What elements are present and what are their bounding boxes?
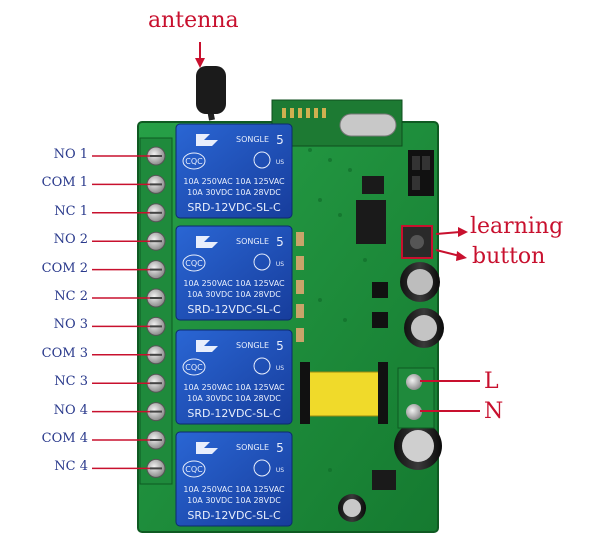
- ic-chip-small: [362, 176, 384, 194]
- terminal-screws: [146, 146, 166, 478]
- relay-logo-icon: [196, 236, 218, 248]
- cqc-mark-icon: [182, 460, 206, 478]
- resistors: [296, 232, 304, 342]
- ul-mark-icon: [253, 253, 271, 271]
- cqc-mark-icon: [182, 254, 206, 272]
- button-label: button: [472, 244, 546, 269]
- terminal-label: NC 3: [54, 374, 88, 390]
- relay-rating: 10A 250VAC 10A 125VAC: [183, 485, 285, 494]
- ic-chip-bottom: [372, 470, 396, 490]
- relay-model: SRD-12VDC-SL-C: [187, 407, 281, 420]
- relay-logo-icon: [196, 134, 218, 146]
- terminal-label: NO 3: [53, 317, 88, 333]
- relay-cqc: CQC: [185, 157, 203, 166]
- cqc-mark-icon: [182, 358, 206, 376]
- terminal-label: NO 2: [53, 232, 88, 248]
- relay-badge: 5: [276, 133, 284, 147]
- button-arrow: [435, 249, 461, 257]
- relay-us: US: [276, 467, 284, 474]
- terminal-label: NO 1: [53, 147, 88, 162]
- rf-module-pins: [282, 108, 326, 118]
- relay-rating: 10A 250VAC 10A 125VAC: [183, 177, 285, 186]
- relay-rating: 10A 250VAC 10A 125VAC: [183, 383, 285, 392]
- relay-rating: 10A 30VDC 10A 28VDC: [187, 496, 281, 505]
- terminal-label: COM 2: [41, 260, 88, 276]
- terminal-label: COM 4: [41, 431, 88, 446]
- terminal-label: NO 4: [53, 402, 88, 418]
- L-label: L: [484, 369, 499, 394]
- relay-rating: 10A 30VDC 10A 28VDC: [187, 188, 281, 197]
- relay-brand: SONGLE: [236, 135, 269, 144]
- relay-model: SRD-12VDC-SL-C: [187, 509, 281, 522]
- relay-rating: 10A 30VDC 10A 28VDC: [187, 394, 281, 403]
- relay-us: US: [276, 365, 284, 372]
- ic-chip: [356, 200, 386, 244]
- relay-logo-icon: [196, 340, 218, 352]
- relay-cqc: CQC: [185, 465, 203, 474]
- transistor: [372, 312, 388, 328]
- terminal-label: NC 4: [54, 459, 88, 475]
- relay-model: SRD-12VDC-SL-C: [187, 303, 281, 316]
- relay-rating: 10A 30VDC 10A 28VDC: [187, 290, 281, 299]
- transistor: [372, 282, 388, 298]
- antenna-coil: [196, 66, 226, 114]
- relay-brand: SONGLE: [236, 341, 269, 350]
- relay-model: SRD-12VDC-SL-C: [187, 201, 281, 214]
- terminal-lines: [92, 155, 150, 470]
- relay-logo-icon: [196, 442, 218, 454]
- relay-us: US: [276, 261, 284, 268]
- relay-badge: 5: [276, 339, 284, 353]
- terminal-label: NC 1: [54, 203, 88, 219]
- terminal-strip: [139, 137, 173, 485]
- relay-brand: SONGLE: [236, 237, 269, 246]
- relay-cqc: CQC: [185, 363, 203, 372]
- terminal-label: COM 3: [41, 345, 88, 361]
- ul-mark-icon: [253, 151, 271, 169]
- terminal-label: COM 1: [41, 175, 88, 191]
- relay-badge: 5: [276, 235, 284, 249]
- learning-arrow: [435, 231, 461, 235]
- relay-us: US: [276, 159, 284, 166]
- relay-brand: SONGLE: [236, 443, 269, 452]
- ul-mark-icon: [253, 357, 271, 375]
- relay-cqc: CQC: [185, 259, 203, 268]
- N-label: N: [484, 399, 504, 424]
- transformer: [303, 371, 385, 417]
- crystal: [339, 113, 397, 137]
- jumper-header: [408, 150, 434, 196]
- relay-rating: 10A 250VAC 10A 125VAC: [183, 279, 285, 288]
- terminal-label: NC 2: [54, 289, 88, 304]
- antenna-label: antenna: [148, 8, 239, 33]
- relay-badge: 5: [276, 441, 284, 455]
- cqc-mark-icon: [182, 152, 206, 170]
- learning-label: learning: [470, 214, 564, 239]
- pcb-texture: [308, 148, 367, 472]
- ul-mark-icon: [253, 459, 271, 477]
